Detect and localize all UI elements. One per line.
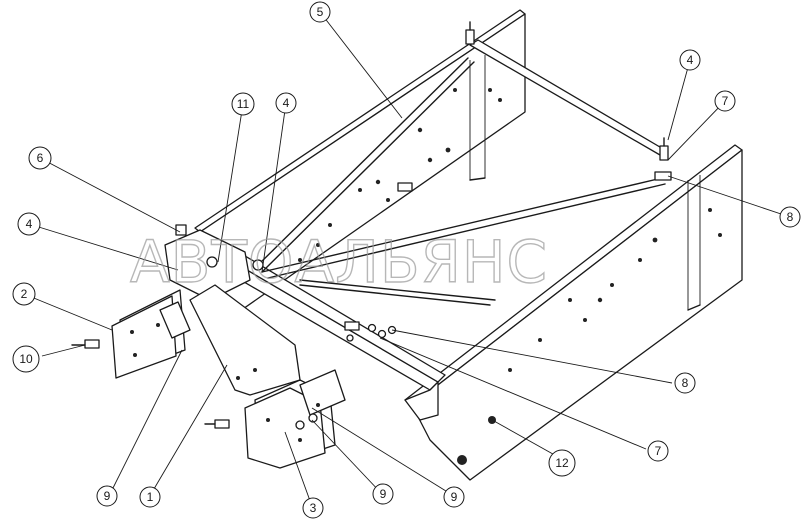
callout-4-left: 4 xyxy=(17,212,41,236)
callout-label: 9 xyxy=(380,487,387,501)
callout-9-mid: 9 xyxy=(372,483,394,505)
callout-9-right: 9 xyxy=(443,486,465,508)
callout-label: 12 xyxy=(555,456,569,470)
front-side-rail xyxy=(404,144,743,481)
callout-10: 10 xyxy=(12,345,40,373)
callout-label: 9 xyxy=(451,490,458,504)
callout-5: 5 xyxy=(309,1,331,23)
callout-3: 3 xyxy=(302,497,324,519)
callout-label: 9 xyxy=(104,489,111,503)
callout-label: 4 xyxy=(283,96,290,110)
callout-4-mid: 4 xyxy=(275,92,297,114)
callout-2: 2 xyxy=(12,282,36,306)
callout-7-lower: 7 xyxy=(647,440,669,462)
callout-label: 7 xyxy=(655,444,662,458)
front-rail-holes xyxy=(457,208,722,465)
callout-label: 10 xyxy=(19,352,33,366)
callout-9-left: 9 xyxy=(96,485,118,507)
callout-1: 1 xyxy=(139,486,161,508)
callout-label: 1 xyxy=(147,490,154,504)
callout-8-right: 8 xyxy=(779,206,801,228)
top-bolts xyxy=(465,21,672,181)
rear-rail-holes xyxy=(298,88,502,262)
callout-label: 7 xyxy=(722,94,729,108)
callout-8-lower: 8 xyxy=(674,372,696,394)
diagonal-brace xyxy=(254,57,666,279)
callout-label: 4 xyxy=(687,53,694,67)
callout-label: 8 xyxy=(682,376,689,390)
callout-12: 12 xyxy=(548,449,576,477)
lower-bracket-assembly xyxy=(204,369,346,469)
callout-label: 6 xyxy=(37,151,44,165)
watermark-text: АВТОАЛЬЯНС xyxy=(130,228,548,296)
callout-4-top: 4 xyxy=(679,49,701,71)
callout-label: 8 xyxy=(787,210,794,224)
callout-7-top: 7 xyxy=(714,90,736,112)
callout-label: 3 xyxy=(310,501,317,515)
callout-11: 11 xyxy=(231,92,255,116)
callout-label: 4 xyxy=(26,217,33,231)
cross-members xyxy=(219,39,666,421)
callout-6: 6 xyxy=(28,146,52,170)
callout-label: 2 xyxy=(21,287,28,301)
left-bracket-assembly xyxy=(71,224,301,396)
callout-label: 5 xyxy=(317,5,324,19)
leader-lines xyxy=(23,11,791,510)
callout-label: 11 xyxy=(237,97,250,111)
